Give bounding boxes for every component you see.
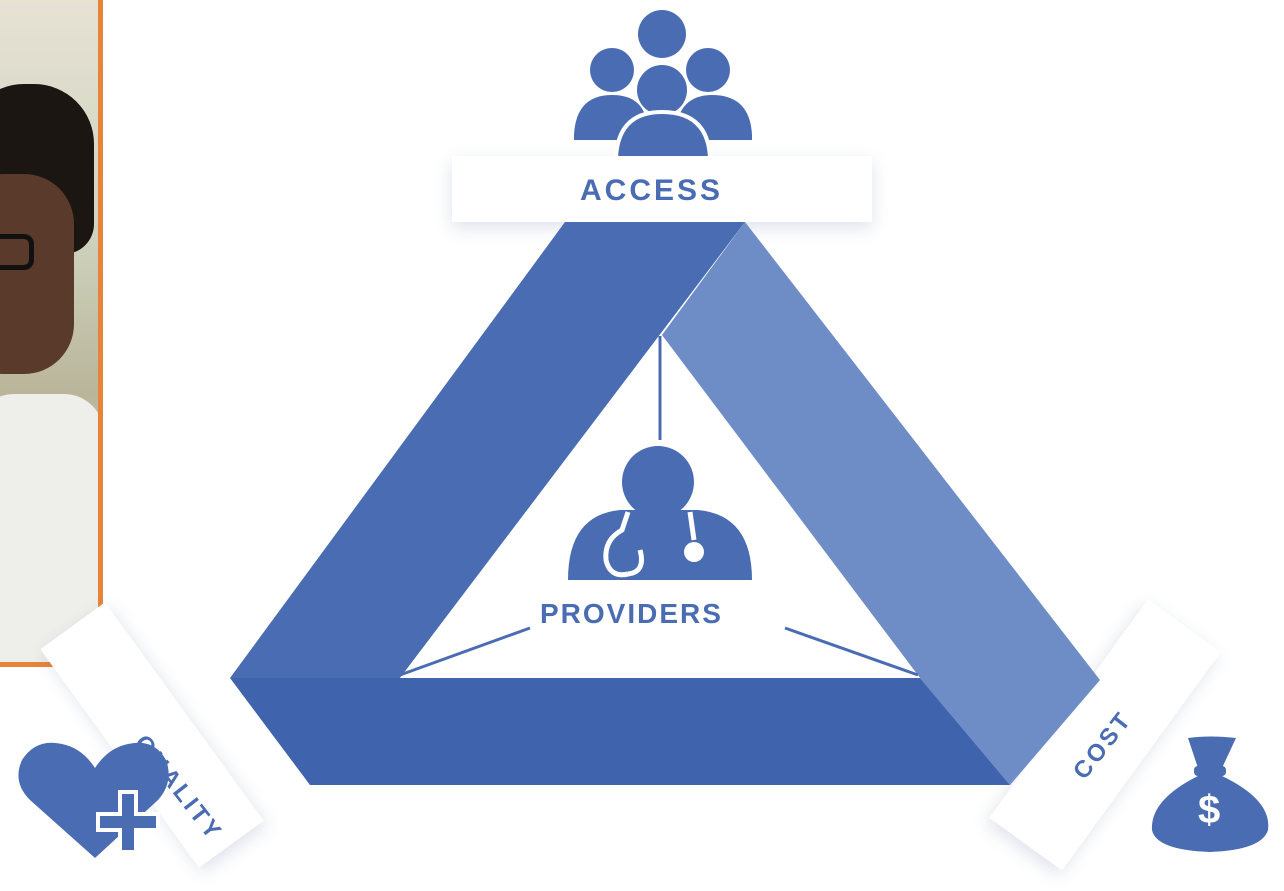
triangle-right-side xyxy=(662,222,1100,785)
access-label: ACCESS xyxy=(580,174,724,207)
triangle-left-side xyxy=(230,222,745,678)
doctor-stethoscope-icon xyxy=(568,446,752,580)
access-label-box xyxy=(452,156,872,222)
heart-plus-icon xyxy=(18,742,169,858)
group-people-icon xyxy=(574,10,752,160)
money-symbol: $ xyxy=(1198,788,1221,832)
connector-left xyxy=(399,626,531,677)
triangle-bottom-side xyxy=(230,678,1010,785)
providers-label: PROVIDERS xyxy=(540,598,723,629)
connector-right xyxy=(784,626,919,677)
photo-woman xyxy=(0,0,103,667)
money-bag-icon xyxy=(1151,736,1269,852)
